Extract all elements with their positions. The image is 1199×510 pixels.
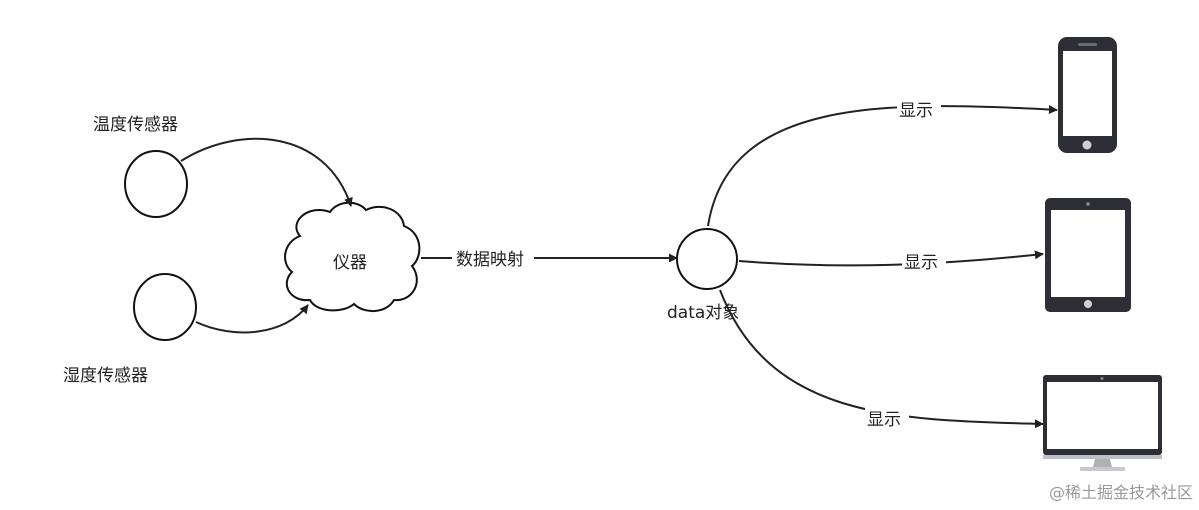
smartphone-icon [1058, 37, 1117, 153]
sensor-bottom-label: 湿度传感器 [63, 366, 148, 386]
data-object-label: data对象 [667, 303, 739, 323]
watermark-text: @稀土掘金技术社区 [1049, 483, 1193, 502]
monitor-edge-label: 显示 [867, 410, 901, 430]
edge-data-to-tablet [738, 250, 1044, 267]
phone-edge-label: 显示 [899, 101, 933, 121]
edge-data-to-monitor [719, 289, 1044, 429]
monitor-edge-label-bg [865, 407, 909, 429]
sensor-top-node [124, 150, 188, 218]
tablet-edge-label-bg [902, 251, 946, 273]
mapping-label: 数据映射 [456, 250, 524, 270]
tablet-icon [1045, 198, 1131, 312]
data-object-node [676, 228, 738, 290]
instrument-label: 仪器 [333, 253, 367, 273]
monitor-icon [1043, 375, 1162, 471]
sensor-bottom-node [133, 273, 197, 341]
instrument-cloud-node [284, 201, 421, 312]
edge-sensor-top-to-instrument [180, 137, 353, 207]
mapping-label-bg [452, 246, 534, 270]
edge-data-to-phone [707, 105, 1058, 227]
tablet-edge-label: 显示 [904, 253, 938, 273]
phone-edge-label-bg [897, 98, 941, 120]
sensor-top-label: 温度传感器 [93, 115, 178, 135]
edge-sensor-bottom-to-instrument [195, 304, 309, 334]
